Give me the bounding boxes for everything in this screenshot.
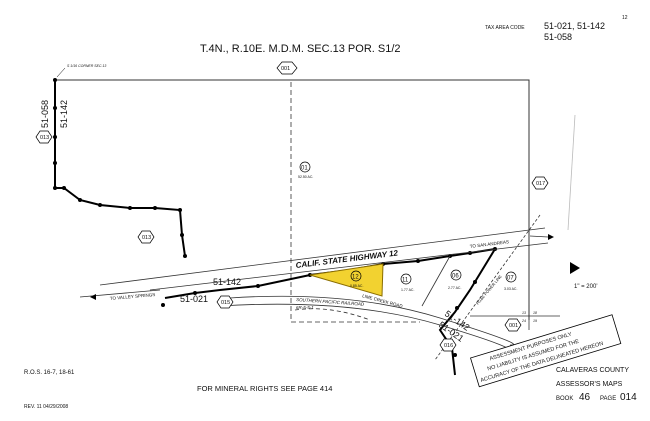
- book-number: 46: [579, 392, 591, 403]
- sheet-number: 12: [622, 15, 628, 21]
- section-numbers: 13 18 24 19: [521, 311, 537, 323]
- to-valley-springs-label: TO VALLEY SPRINGS: [110, 292, 156, 301]
- parcel-area: 0.85 AC.: [350, 284, 363, 288]
- svg-text:016: 016: [444, 343, 453, 349]
- scale-label: 1" = 200': [574, 284, 597, 290]
- arrow-to-san-andreas: [548, 234, 554, 240]
- book-label: BOOK: [556, 396, 573, 402]
- corner-note: S 1/16 CORNER SEC.13: [67, 64, 106, 68]
- tax-code-mid-b: 51-021: [180, 294, 208, 304]
- assessor-maps: ASSESSOR'S MAPS: [556, 381, 623, 388]
- road-label: LIME CREEK ROAD: [362, 293, 404, 309]
- parcel-id: 06: [452, 274, 459, 280]
- railroad-ref: 6R-5-5-1: [296, 305, 314, 310]
- parcel-area: 1.77 AC.: [401, 288, 414, 292]
- parcel-12-highlight[interactable]: [309, 263, 384, 297]
- north-arrow-icon: [570, 262, 580, 274]
- svg-text:24: 24: [521, 319, 526, 323]
- revision-date: REV. 11 04/29/2008: [24, 404, 68, 410]
- page-number: 014: [620, 392, 637, 403]
- svg-text:19: 19: [533, 319, 537, 323]
- tax-area-codes-2: 51-058: [544, 32, 572, 42]
- svg-text:18: 18: [533, 311, 537, 315]
- to-san-andreas-label: TO SAN ANDREAS: [470, 239, 510, 249]
- county-name: CALAVERAS COUNTY: [556, 367, 629, 374]
- svg-text:015: 015: [221, 300, 230, 306]
- boundary-points: [53, 78, 497, 357]
- svg-text:001: 001: [281, 66, 290, 72]
- hex-label-text: 001 013 013 015 017 001 016: [40, 66, 545, 349]
- parcel-area: 52.50 AC.: [298, 175, 313, 179]
- disclaimer-stamp: ASSESSMENT PURPOSES ONLY NO LIABILITY IS…: [470, 314, 622, 388]
- parcel-07[interactable]: 07 3.03 AC.: [504, 271, 517, 291]
- tax-code-left-a: 51-058: [40, 100, 50, 128]
- parcel-id: 07: [507, 276, 514, 282]
- svg-text:001: 001: [509, 323, 518, 329]
- mineral-rights-note: FOR MINERAL RIGHTS SEE PAGE 414: [197, 384, 332, 393]
- parcel-area: 3.03 AC.: [504, 287, 517, 291]
- parcel-id: 12: [352, 275, 359, 281]
- svg-text:017: 017: [536, 181, 545, 187]
- parcel-id: 11: [402, 278, 409, 284]
- page-label: PAGE: [600, 396, 616, 402]
- railroad-label: SOUTHERN PACIFIC RAILROAD: [296, 297, 365, 307]
- parcel-11[interactable]: 11 1.77 AC.: [400, 273, 414, 292]
- parcel-12[interactable]: 12 0.85 AC.: [350, 270, 363, 288]
- parcel-lines: [421, 114, 576, 361]
- svg-text:013: 013: [40, 135, 49, 141]
- parcel-06[interactable]: 06 2.77 AC.: [448, 269, 461, 290]
- tax-code-left-b: 51-142: [59, 100, 69, 128]
- power-line-label: PG&E POWER LINE: [475, 274, 503, 306]
- tax-code-mid-a: 51-142: [213, 277, 241, 287]
- parcel-area: 2.77 AC.: [448, 286, 461, 290]
- tax-area-codes-1: 51-021, 51-142: [544, 21, 605, 31]
- tax-area-label: TAX AREA CODE: [485, 25, 525, 31]
- svg-text:013: 013: [142, 235, 151, 241]
- hex-labels: [35, 61, 549, 352]
- parcel-01[interactable]: 01 52.50 AC.: [298, 161, 313, 179]
- arrow-to-valley-springs: [90, 294, 96, 300]
- ros-reference: R.O.S. 16-7, 18-61: [24, 370, 75, 376]
- map-title: T.4N., R.10E. M.D.M. SEC.13 POR. S1/2: [200, 43, 401, 55]
- parcel-id: 01: [301, 166, 308, 172]
- svg-text:13: 13: [522, 311, 526, 315]
- section-boundaries: [55, 79, 560, 330]
- tax-code-boundary: [54, 80, 496, 376]
